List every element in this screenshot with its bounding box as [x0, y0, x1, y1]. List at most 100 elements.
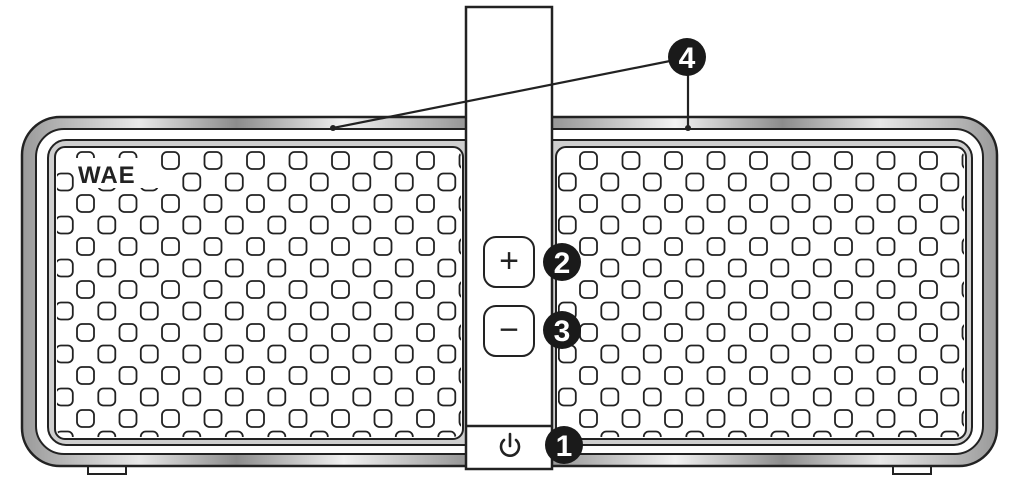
indicator-light-left: [330, 125, 336, 131]
brand-pad: [74, 158, 160, 188]
grille-hole: [246, 366, 265, 385]
grille-hole: [118, 409, 138, 428]
grille-hole: [394, 258, 414, 278]
grille-hole: [600, 172, 620, 192]
grille-hole: [770, 172, 790, 192]
grille-hole: [749, 323, 768, 342]
grille-hole: [961, 237, 964, 256]
grille-hole: [770, 301, 790, 321]
grille-hole: [685, 387, 705, 407]
grille-hole: [203, 323, 223, 342]
grille-hole: [664, 194, 683, 213]
grille-hole: [437, 301, 457, 321]
grille-hole: [118, 237, 138, 256]
grille-hole: [961, 409, 964, 428]
grille-hole: [961, 323, 964, 342]
grille-hole: [876, 280, 896, 299]
grille-hole: [685, 258, 705, 278]
grille-hole: [919, 237, 938, 256]
grille-hole: [203, 409, 223, 428]
grille-hole: [940, 301, 960, 321]
grille-hole: [394, 430, 414, 437]
grille-hole: [664, 280, 683, 299]
grille-hole: [621, 280, 641, 299]
grille-hole: [834, 151, 853, 170]
grille-hole: [352, 387, 372, 407]
grille-hole: [182, 301, 202, 321]
grille-hole: [139, 215, 159, 235]
grille-hole: [600, 215, 620, 235]
grille-hole: [437, 215, 457, 235]
grille-hole: [664, 151, 683, 170]
grille-hole: [182, 430, 202, 437]
grille-hole: [642, 301, 662, 321]
grille-hole: [57, 215, 74, 235]
grille-hole: [331, 151, 350, 170]
grille-hole: [642, 387, 662, 407]
grille-hole: [373, 151, 393, 170]
brand-logo: WAE: [78, 162, 136, 189]
callout-2-label: 2: [554, 247, 571, 280]
grille-hole: [224, 172, 244, 192]
grille-hole: [458, 237, 461, 256]
grille-hole: [267, 258, 287, 278]
grille-hole: [437, 430, 457, 437]
grille-hole: [685, 430, 705, 437]
grille-hole: [97, 344, 117, 364]
volume-down-button[interactable]: −: [483, 305, 535, 357]
grille-hole: [579, 237, 598, 256]
grille-hole: [97, 258, 117, 278]
grille-hole: [961, 366, 964, 385]
grille-hole: [267, 387, 287, 407]
grille-hole: [182, 215, 202, 235]
indicator-light-right: [685, 125, 691, 131]
grille-hole: [288, 366, 308, 385]
grille-hole: [558, 215, 577, 235]
grille-hole: [182, 387, 202, 407]
grille-hole: [664, 323, 683, 342]
grille-hole: [791, 280, 811, 299]
grille-hole: [664, 237, 683, 256]
grille-hole: [897, 172, 917, 192]
grille-hole: [118, 194, 138, 213]
grille-hole: [749, 280, 768, 299]
grille-hole: [919, 194, 938, 213]
grille-hole: [267, 172, 287, 192]
grille-hole: [812, 387, 832, 407]
grille-hole: [288, 409, 308, 428]
volume-up-button[interactable]: +: [483, 236, 535, 288]
grille-hole: [309, 301, 329, 321]
grille-hole: [331, 366, 350, 385]
grille-hole: [288, 237, 308, 256]
grille-hole: [642, 344, 662, 364]
grille-hole: [458, 323, 461, 342]
grille-hole: [139, 258, 159, 278]
grille-hole: [855, 172, 875, 192]
grille-hole: [770, 344, 790, 364]
grille-hole: [855, 301, 875, 321]
grille-hole: [373, 194, 393, 213]
grille-hole: [224, 344, 244, 364]
grille-hole: [834, 323, 853, 342]
grille-hole: [76, 323, 95, 342]
grille-hole: [203, 151, 223, 170]
grille-hole: [76, 194, 95, 213]
grille-hole: [749, 237, 768, 256]
grille-hole: [834, 409, 853, 428]
grille-hole: [664, 409, 683, 428]
grille-hole: [224, 430, 244, 437]
grille-hole: [288, 323, 308, 342]
grille-hole: [139, 430, 159, 437]
grille-hole: [309, 387, 329, 407]
power-button[interactable]: [490, 430, 530, 464]
grille-hole: [394, 301, 414, 321]
grille-hole: [706, 237, 726, 256]
minus-symbol: −: [499, 311, 519, 349]
grille-hole: [352, 258, 372, 278]
grille-hole: [642, 258, 662, 278]
grille-hole: [416, 151, 435, 170]
grille-hole: [139, 387, 159, 407]
grille-hole: [706, 194, 726, 213]
grille-hole: [97, 387, 117, 407]
grille-hole: [727, 387, 747, 407]
